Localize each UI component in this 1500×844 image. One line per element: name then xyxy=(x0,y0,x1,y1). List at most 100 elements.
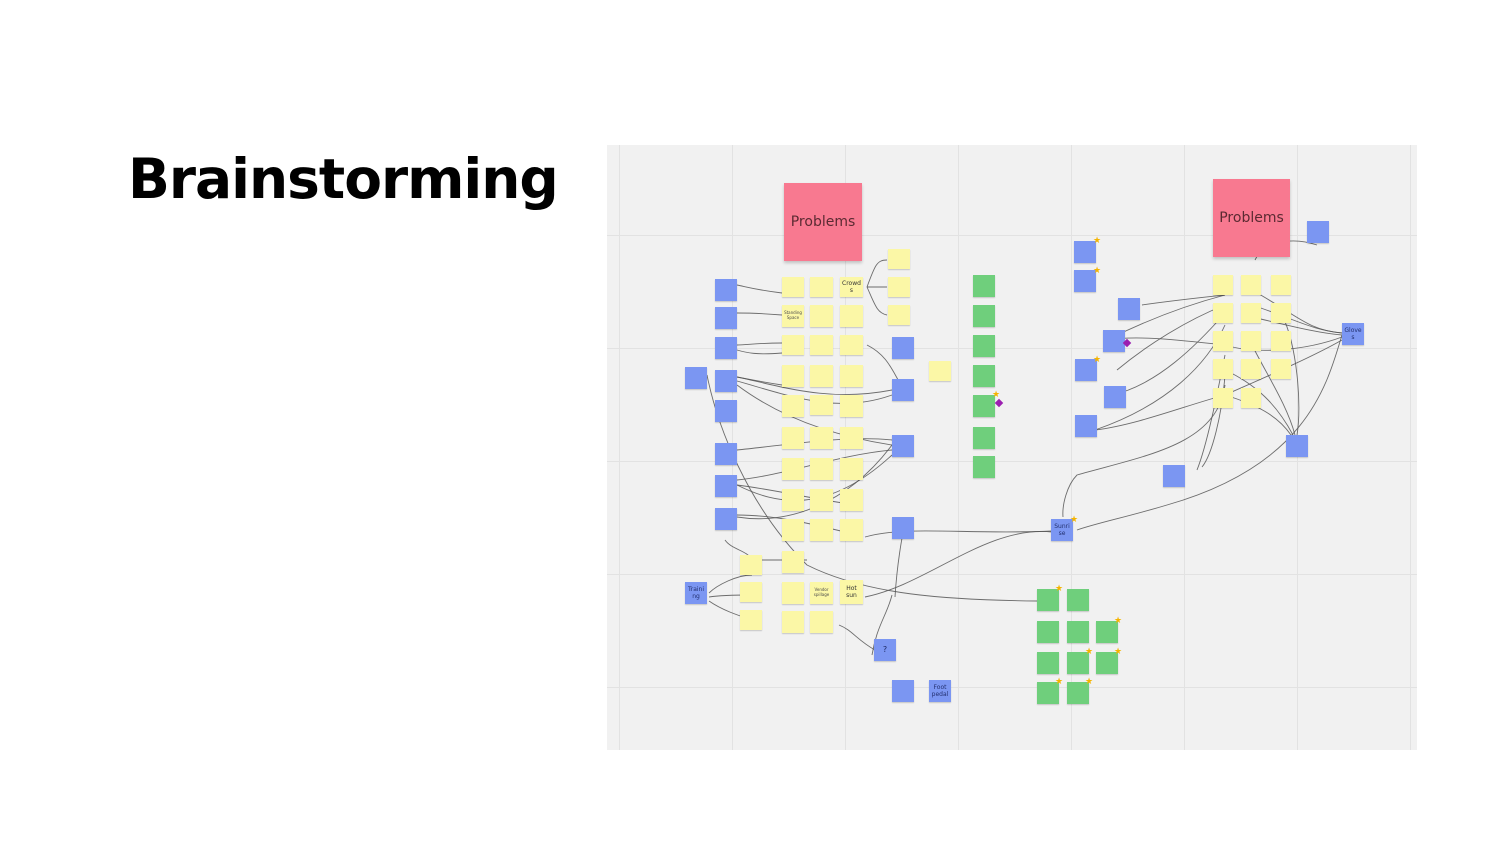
blue-note[interactable] xyxy=(1075,359,1097,381)
green-note[interactable] xyxy=(1037,589,1059,611)
whiteboard-canvas[interactable]: Problems Problems Crowds Standing Space … xyxy=(607,145,1417,750)
sticky-note[interactable] xyxy=(782,427,804,449)
sticky-note[interactable] xyxy=(782,277,804,297)
blue-note[interactable] xyxy=(715,370,737,392)
green-note[interactable] xyxy=(1037,652,1059,674)
sticky-note[interactable] xyxy=(782,611,804,633)
blue-note[interactable] xyxy=(1307,221,1329,243)
sticky-note[interactable] xyxy=(1213,275,1233,295)
green-note[interactable] xyxy=(973,427,995,449)
sticky-note[interactable] xyxy=(1271,331,1291,351)
blue-note[interactable] xyxy=(1074,241,1096,263)
sticky-note[interactable] xyxy=(888,277,910,297)
sticky-note-vendor-spillage[interactable]: Vendor spillage xyxy=(810,582,833,604)
sticky-note[interactable] xyxy=(810,335,833,355)
blue-note[interactable] xyxy=(1163,465,1185,487)
problems-header-right[interactable]: Problems xyxy=(1213,179,1290,257)
blue-note[interactable] xyxy=(715,279,737,301)
sticky-note[interactable] xyxy=(1241,331,1261,351)
blue-note[interactable] xyxy=(892,435,914,457)
green-note[interactable] xyxy=(1067,682,1089,704)
sticky-note[interactable] xyxy=(810,489,833,511)
sticky-note[interactable] xyxy=(888,249,910,269)
blue-note[interactable] xyxy=(1118,298,1140,320)
sticky-note[interactable] xyxy=(782,395,804,417)
sticky-note[interactable] xyxy=(782,335,804,355)
blue-note[interactable] xyxy=(715,400,737,422)
sticky-note[interactable] xyxy=(810,395,833,415)
sticky-note[interactable] xyxy=(1213,388,1233,408)
blue-note[interactable] xyxy=(715,443,737,465)
blue-note[interactable] xyxy=(892,337,914,359)
sticky-note[interactable] xyxy=(1213,359,1233,379)
sticky-note[interactable] xyxy=(782,519,804,541)
sticky-note[interactable] xyxy=(810,519,833,541)
blue-note[interactable] xyxy=(715,475,737,497)
blue-note-training[interactable]: Training xyxy=(685,582,707,604)
sticky-note[interactable] xyxy=(782,582,804,604)
blue-note[interactable] xyxy=(1104,386,1126,408)
blue-note-gloves[interactable]: Gloves xyxy=(1342,323,1364,345)
blue-note-foot-pedal[interactable]: Foot pedal xyxy=(929,680,951,702)
sticky-note[interactable] xyxy=(782,458,804,480)
sticky-note[interactable] xyxy=(1241,388,1261,408)
green-note[interactable] xyxy=(973,305,995,327)
green-note[interactable] xyxy=(1067,652,1089,674)
sticky-note[interactable] xyxy=(1213,303,1233,323)
sticky-note[interactable] xyxy=(840,305,863,327)
green-note[interactable] xyxy=(973,365,995,387)
problems-header-left[interactable]: Problems xyxy=(784,183,862,261)
sticky-note[interactable] xyxy=(840,335,863,355)
sticky-note[interactable] xyxy=(840,519,863,541)
sticky-note[interactable] xyxy=(840,365,863,387)
green-note[interactable] xyxy=(1096,652,1118,674)
blue-note[interactable] xyxy=(892,379,914,401)
blue-note[interactable] xyxy=(892,680,914,702)
sticky-note[interactable] xyxy=(888,305,910,325)
blue-note-question[interactable]: ? xyxy=(874,639,896,661)
blue-note[interactable] xyxy=(685,367,707,389)
sticky-note[interactable] xyxy=(810,458,833,480)
sticky-note[interactable] xyxy=(782,489,804,511)
green-note[interactable] xyxy=(973,275,995,297)
sticky-note-standing-space[interactable]: Standing Space xyxy=(782,305,804,327)
sticky-note[interactable] xyxy=(810,365,833,387)
sticky-note[interactable] xyxy=(1241,303,1261,323)
sticky-note[interactable] xyxy=(929,361,951,381)
sticky-note[interactable] xyxy=(1271,275,1291,295)
sticky-note[interactable] xyxy=(740,582,762,602)
blue-note[interactable] xyxy=(1074,270,1096,292)
sticky-note[interactable] xyxy=(1271,359,1291,379)
sticky-note[interactable] xyxy=(840,458,863,480)
sticky-note[interactable] xyxy=(1241,359,1261,379)
blue-note[interactable] xyxy=(715,508,737,530)
sticky-note[interactable] xyxy=(840,395,863,417)
green-note[interactable] xyxy=(1067,621,1089,643)
blue-note[interactable] xyxy=(1075,415,1097,437)
blue-note-sunrise[interactable]: Sunrise xyxy=(1051,519,1073,541)
sticky-note[interactable] xyxy=(1271,303,1291,323)
sticky-note[interactable] xyxy=(782,365,804,387)
green-note[interactable] xyxy=(1067,589,1089,611)
blue-note[interactable] xyxy=(892,517,914,539)
sticky-note[interactable] xyxy=(1241,275,1261,295)
green-note[interactable] xyxy=(973,335,995,357)
blue-note[interactable] xyxy=(715,307,737,329)
green-note[interactable] xyxy=(973,456,995,478)
blue-note[interactable] xyxy=(1286,435,1308,457)
sticky-note[interactable] xyxy=(1213,331,1233,351)
sticky-note-crowds[interactable]: Crowds xyxy=(840,277,863,297)
blue-note[interactable] xyxy=(1103,330,1125,352)
sticky-note[interactable] xyxy=(740,610,762,630)
green-note[interactable] xyxy=(973,395,995,417)
green-note[interactable] xyxy=(1096,621,1118,643)
sticky-note-hot-sun[interactable]: Hot sun xyxy=(840,580,863,604)
sticky-note[interactable] xyxy=(740,555,762,575)
sticky-note[interactable] xyxy=(810,305,833,327)
green-note[interactable] xyxy=(1037,682,1059,704)
sticky-note[interactable] xyxy=(782,551,804,573)
sticky-note[interactable] xyxy=(810,277,833,297)
sticky-note[interactable] xyxy=(810,611,833,633)
blue-note[interactable] xyxy=(715,337,737,359)
sticky-note[interactable] xyxy=(810,427,833,449)
